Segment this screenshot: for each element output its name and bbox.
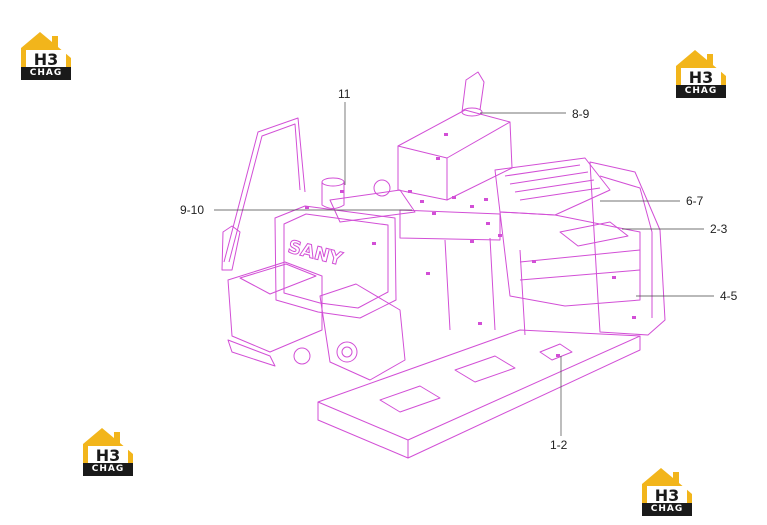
hydraulic-tank-cap	[321, 182, 345, 209]
callout-label-9-10: 9-10	[180, 203, 205, 217]
boom-mount	[319, 283, 406, 381]
callout-label-6-7: 6-7	[686, 194, 704, 208]
callout-leader-lines	[214, 102, 714, 436]
callout-label-2-3: 2-3	[710, 222, 728, 236]
callout-label-11: 11	[338, 87, 351, 101]
house-logo-icon: H3	[642, 468, 692, 506]
counterweight	[589, 161, 666, 336]
callout-label-1-2: 1-2	[550, 438, 568, 452]
house-logo-icon: H3	[21, 32, 71, 70]
logo-wordmark: CHAG	[83, 463, 133, 476]
callout-label-8-9: 8-9	[572, 107, 590, 121]
brand-logo-bottom-left: H3 CHAG	[80, 426, 136, 478]
handrail	[223, 117, 306, 263]
svg-text:H3: H3	[96, 446, 121, 465]
cab-body	[274, 205, 397, 319]
machine-outline	[221, 71, 666, 459]
air-filter-cover	[397, 109, 513, 201]
brand-logo-top-right: H3 CHAG	[673, 48, 729, 100]
bottom-step	[227, 339, 276, 367]
logo-wordmark: CHAG	[21, 67, 71, 80]
bolt-markers	[305, 133, 636, 357]
base-frame	[317, 329, 641, 459]
svg-text:H3: H3	[689, 68, 714, 87]
side-mesh-panel	[559, 221, 629, 247]
engine-cover	[494, 157, 611, 216]
front-step-cover	[227, 261, 323, 353]
house-logo-icon: H3	[83, 428, 133, 466]
brand-logo-top-left: H3 CHAG	[18, 30, 74, 82]
svg-text:H3: H3	[655, 486, 680, 505]
callout-label-4-5: 4-5	[720, 289, 738, 303]
house-logo-icon: H3	[676, 50, 726, 88]
brand-logo-bottom-right: H3 CHAG	[639, 466, 695, 518]
fuel-cap	[373, 179, 391, 197]
side-door-frame	[499, 211, 641, 307]
svg-text:H3: H3	[34, 50, 59, 69]
logo-wordmark: CHAG	[676, 85, 726, 98]
exhaust-stack	[461, 71, 485, 113]
handrail-grip	[221, 225, 241, 271]
logo-wordmark: CHAG	[642, 503, 692, 516]
